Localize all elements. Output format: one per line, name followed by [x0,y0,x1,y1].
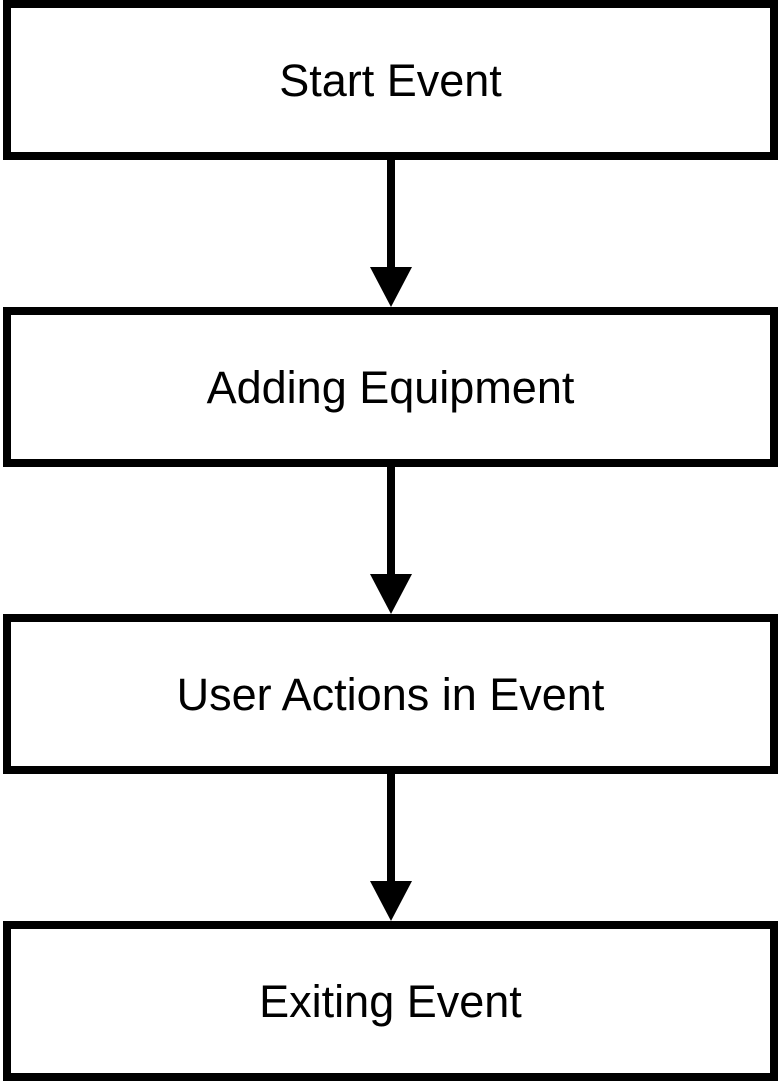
node-label: Adding Equipment [206,361,575,413]
flowchart-node-start-event[interactable]: Start Event [3,0,778,160]
node-label: Exiting Event [259,975,522,1027]
flowchart-node-adding-equipment[interactable]: Adding Equipment [3,307,778,467]
flowchart-node-exiting-event[interactable]: Exiting Event [3,921,778,1081]
flowchart-node-user-actions-in-event[interactable]: User Actions in Event [3,614,778,774]
flowchart-connector-start-to-adding [370,160,412,307]
flowchart-connector-adding-to-actions [370,467,412,614]
node-label: User Actions in Event [176,668,605,720]
flowchart-connector-actions-to-exiting [370,774,412,921]
node-label: Start Event [279,54,502,106]
